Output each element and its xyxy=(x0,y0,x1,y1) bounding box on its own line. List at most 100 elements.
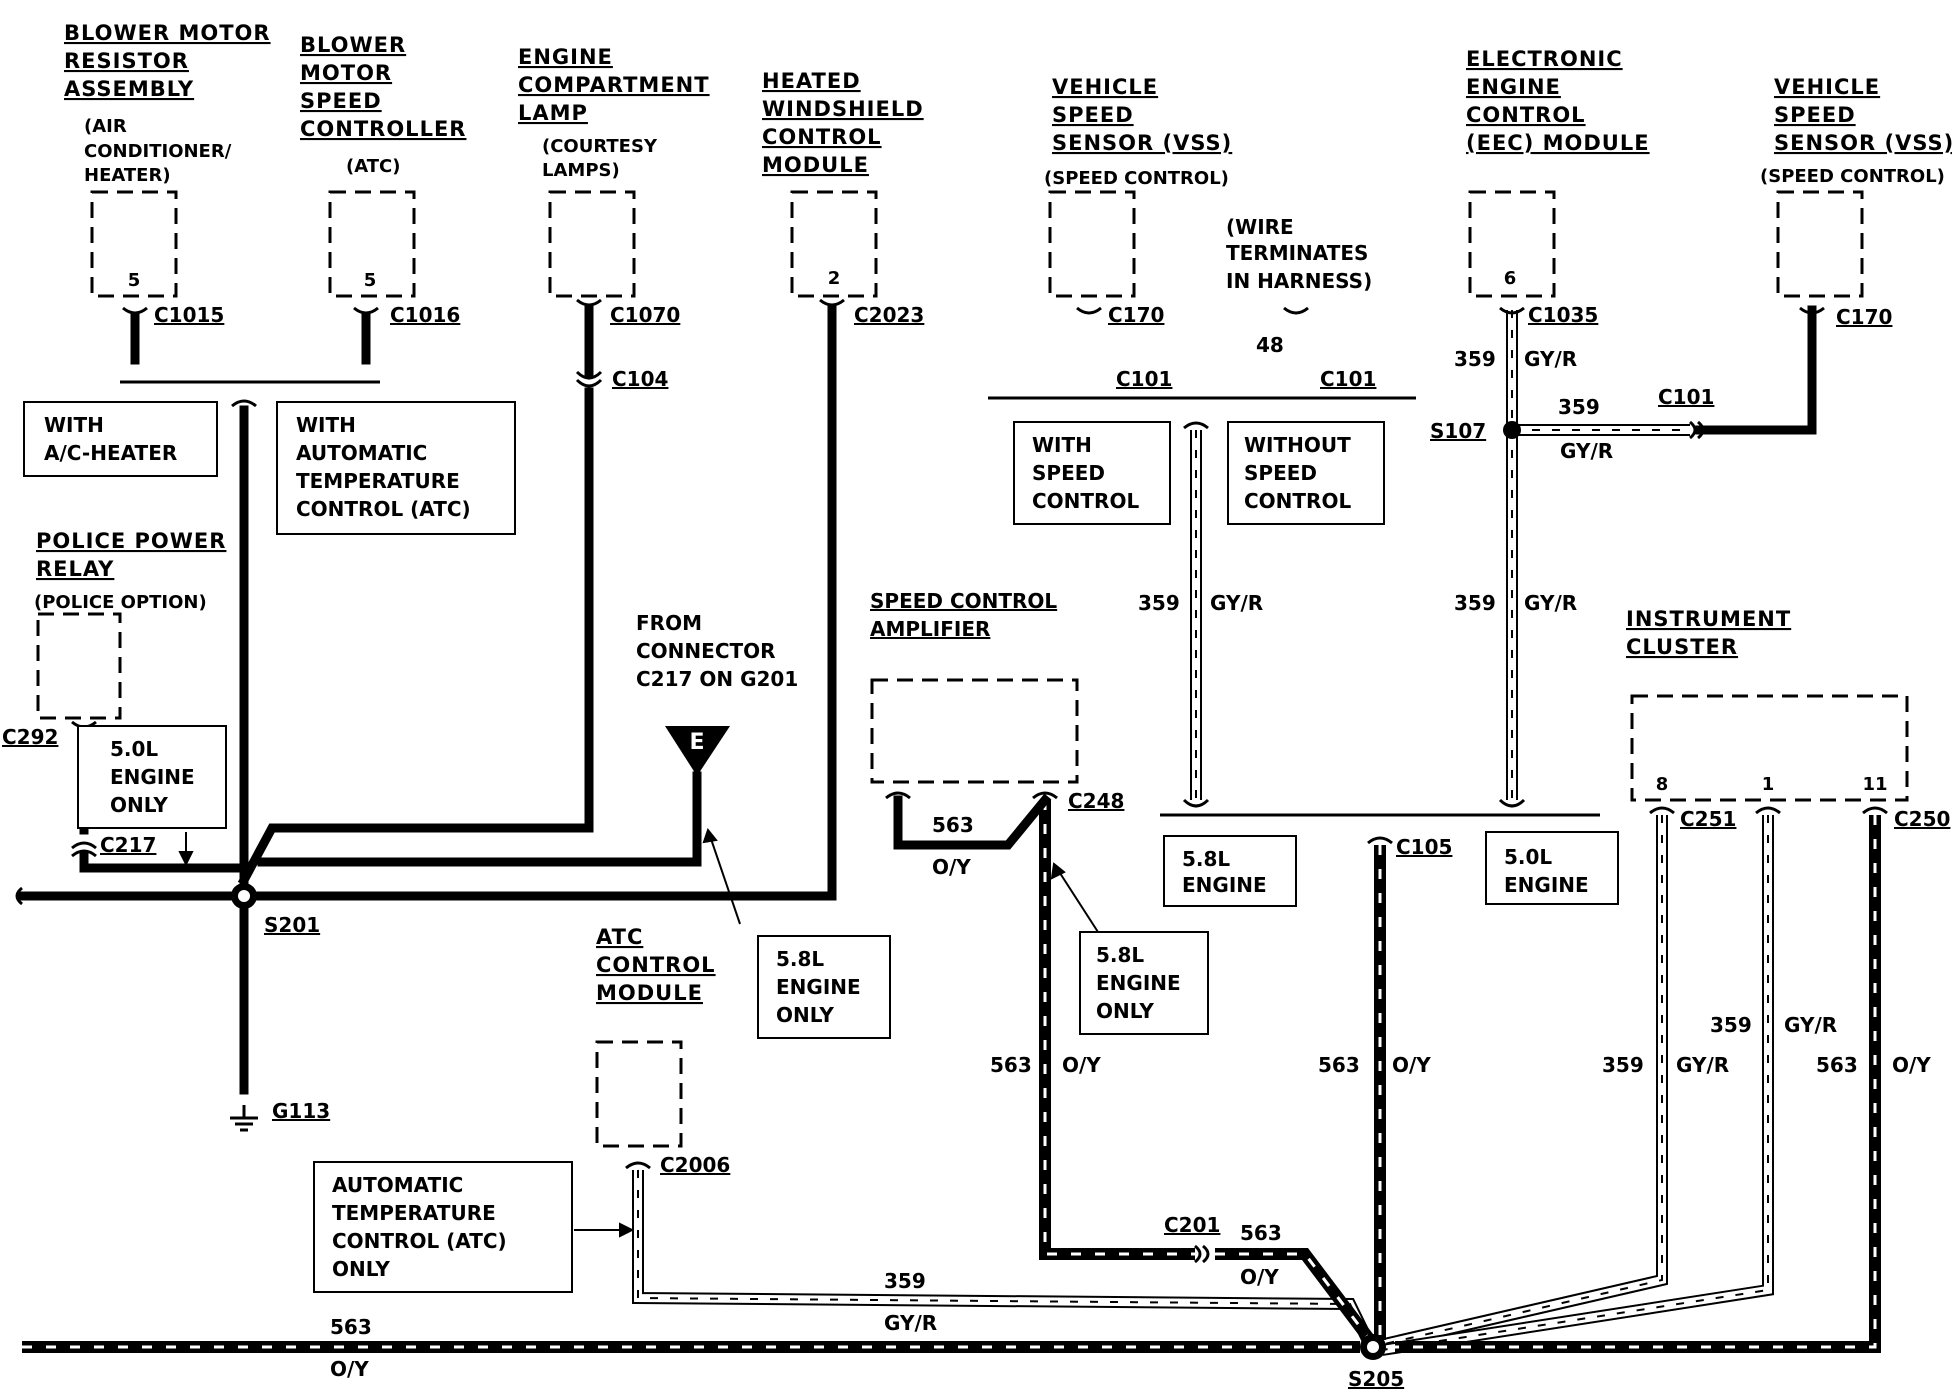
vss-right-sub: (SPEED CONTROL) xyxy=(1760,166,1945,187)
splice-s201-label: S201 xyxy=(264,913,320,937)
label-oy-bottom: O/Y xyxy=(330,1357,369,1381)
vss-right-labels: VEHICLE SPEED SENSOR (VSS) (SPEED CONTRO… xyxy=(1658,75,1952,409)
label-oy-amp: O/Y xyxy=(1062,1053,1101,1077)
engine-lamp-sub-1: (COURTESY xyxy=(542,136,658,157)
splice-s201-icon xyxy=(231,883,257,909)
engine-lamp-title-3: LAMP xyxy=(518,101,588,125)
connector-c170-left: C170 xyxy=(1108,303,1164,327)
engine-lamp-title-1: ENGINE xyxy=(518,45,613,69)
windshield-title-4: MODULE xyxy=(762,153,869,177)
note-without-speed-3: CONTROL xyxy=(1244,489,1351,513)
label-563-c201: 563 xyxy=(1240,1221,1282,1245)
note-texts: WITH A/C-HEATER WITH AUTOMATIC TEMPERATU… xyxy=(44,413,1589,1281)
blower-resistor-title-3: ASSEMBLY xyxy=(64,77,194,101)
blower-controller-labels: BLOWER MOTOR SPEED CONTROLLER (ATC) 5 C1… xyxy=(300,33,466,327)
connector-c1035: C1035 xyxy=(1528,303,1598,327)
note-from-connector-1: FROM xyxy=(636,611,702,635)
vss-left-title-2: SPEED xyxy=(1052,103,1134,127)
connector-c101-mid: C101 xyxy=(1320,367,1376,391)
label-oy-c201: O/Y xyxy=(1240,1265,1279,1289)
label-563-c105: 563 xyxy=(1318,1053,1360,1077)
label-563-bottom: 563 xyxy=(330,1315,372,1339)
label-oy-c250: O/Y xyxy=(1892,1053,1931,1077)
note-atc-only-3: CONTROL (ATC) xyxy=(332,1229,507,1253)
speed-amp-title-2: AMPLIFIER xyxy=(870,617,990,641)
label-gyr-c251: GY/R xyxy=(1676,1053,1729,1077)
component-outlines xyxy=(36,190,1909,1148)
speed-control-bus xyxy=(988,396,1600,817)
speed-amp-circuit: 563 xyxy=(932,813,974,837)
ground-circuit-wires xyxy=(17,305,837,1095)
connector-c248: C248 xyxy=(1068,789,1124,813)
note-without-speed-1: WITHOUT xyxy=(1244,433,1351,457)
label-gyr-eec-down: GY/R xyxy=(1524,591,1577,615)
vss-right-title-3: SENSOR (VSS) xyxy=(1774,131,1952,155)
vss-left-title-3: SENSOR (VSS) xyxy=(1052,131,1232,155)
eec-title-2: ENGINE xyxy=(1466,75,1561,99)
label-359-eec-down: 359 xyxy=(1454,591,1496,615)
note-58-only-b-1: 5.8L xyxy=(1096,943,1144,967)
blower-resistor-sub-2: CONDITIONER/ xyxy=(84,141,232,162)
label-gyr-eec: GY/R xyxy=(1524,347,1577,371)
splice-labels: S201 S205 S107 G113 C105 C201 xyxy=(264,419,1486,1391)
speed-amp-labels: SPEED CONTROL AMPLIFIER C248 563 O/Y xyxy=(870,589,1124,879)
atc-title-3: MODULE xyxy=(596,981,703,1005)
note-50-only-2: ENGINE xyxy=(110,765,195,789)
connector-c101-left: C101 xyxy=(1116,367,1172,391)
note-with-speed-3: CONTROL xyxy=(1032,489,1139,513)
note-without-speed-2: SPEED xyxy=(1244,461,1317,485)
label-gyr-atc: GY/R xyxy=(884,1311,937,1335)
note-58-only-a-2: ENGINE xyxy=(776,975,861,999)
atc-title-1: ATC xyxy=(596,925,643,949)
note-with-atc-1: WITH xyxy=(296,413,356,437)
note-with-speed-2: SPEED xyxy=(1032,461,1105,485)
cluster-title-1: INSTRUMENT xyxy=(1626,607,1791,631)
label-gyr-s107: GY/R xyxy=(1560,439,1613,463)
circuit-359-wires xyxy=(632,310,1774,1356)
label-oy-c105: O/Y xyxy=(1392,1053,1431,1077)
label-gyr-pin1: GY/R xyxy=(1784,1013,1837,1037)
label-359-with-speed: 359 xyxy=(1138,591,1180,615)
note-atc-only-1: AUTOMATIC xyxy=(332,1173,463,1197)
police-relay-sub: (POLICE OPTION) xyxy=(34,592,207,613)
wire-terminates-1: (WIRE xyxy=(1226,215,1294,239)
connector-c170-right: C170 xyxy=(1836,305,1892,329)
vss-left-sub: (SPEED CONTROL) xyxy=(1044,168,1229,189)
flag-e-label: E xyxy=(689,730,704,755)
label-359-pin1: 359 xyxy=(1710,1013,1752,1037)
blower-controller-pin: 5 xyxy=(364,270,377,291)
note-with-atc-4: CONTROL (ATC) xyxy=(296,497,471,521)
connector-c251: C251 xyxy=(1680,807,1736,831)
note-from-connector-2: CONNECTOR xyxy=(636,639,776,663)
blower-controller-title-4: CONTROLLER xyxy=(300,117,466,141)
cluster-pin-1: 1 xyxy=(1762,774,1775,795)
windshield-title-3: CONTROL xyxy=(762,125,882,149)
note-58-only-a-3: ONLY xyxy=(776,1003,834,1027)
connector-c250: C250 xyxy=(1894,807,1950,831)
flag-e-icon: E xyxy=(665,726,730,776)
connector-c2006: C2006 xyxy=(660,1153,730,1177)
splice-s205-label: S205 xyxy=(1348,1367,1404,1391)
windshield-title-2: WINDSHIELD xyxy=(762,97,924,121)
note-with-ac-1: WITH xyxy=(44,413,104,437)
circuit-563-wires xyxy=(22,793,1881,1353)
blower-resistor-title-2: RESISTOR xyxy=(64,49,189,73)
label-563-amp: 563 xyxy=(990,1053,1032,1077)
label-359-s107: 359 xyxy=(1558,395,1600,419)
police-relay-title-2: RELAY xyxy=(36,557,114,581)
vss-right-title-1: VEHICLE xyxy=(1774,75,1880,99)
speed-amp-title-1: SPEED CONTROL xyxy=(870,589,1057,613)
note-50-engine-1: 5.0L xyxy=(1504,845,1552,869)
engine-lamp-labels: ENGINE COMPARTMENT LAMP (COURTESY LAMPS)… xyxy=(518,45,709,391)
blower-controller-title-3: SPEED xyxy=(300,89,382,113)
speed-amp-color: O/Y xyxy=(932,855,971,879)
note-with-speed-1: WITH xyxy=(1032,433,1092,457)
blower-controller-title-1: BLOWER xyxy=(300,33,406,57)
wire-terminates-labels: (WIRE TERMINATES IN HARNESS) 48 C101 xyxy=(1226,215,1376,391)
ground-g113-label: G113 xyxy=(272,1099,330,1123)
connector-c104: C104 xyxy=(612,367,668,391)
blower-controller-title-2: MOTOR xyxy=(300,61,392,85)
engine-lamp-sub-2: LAMPS) xyxy=(542,160,620,181)
